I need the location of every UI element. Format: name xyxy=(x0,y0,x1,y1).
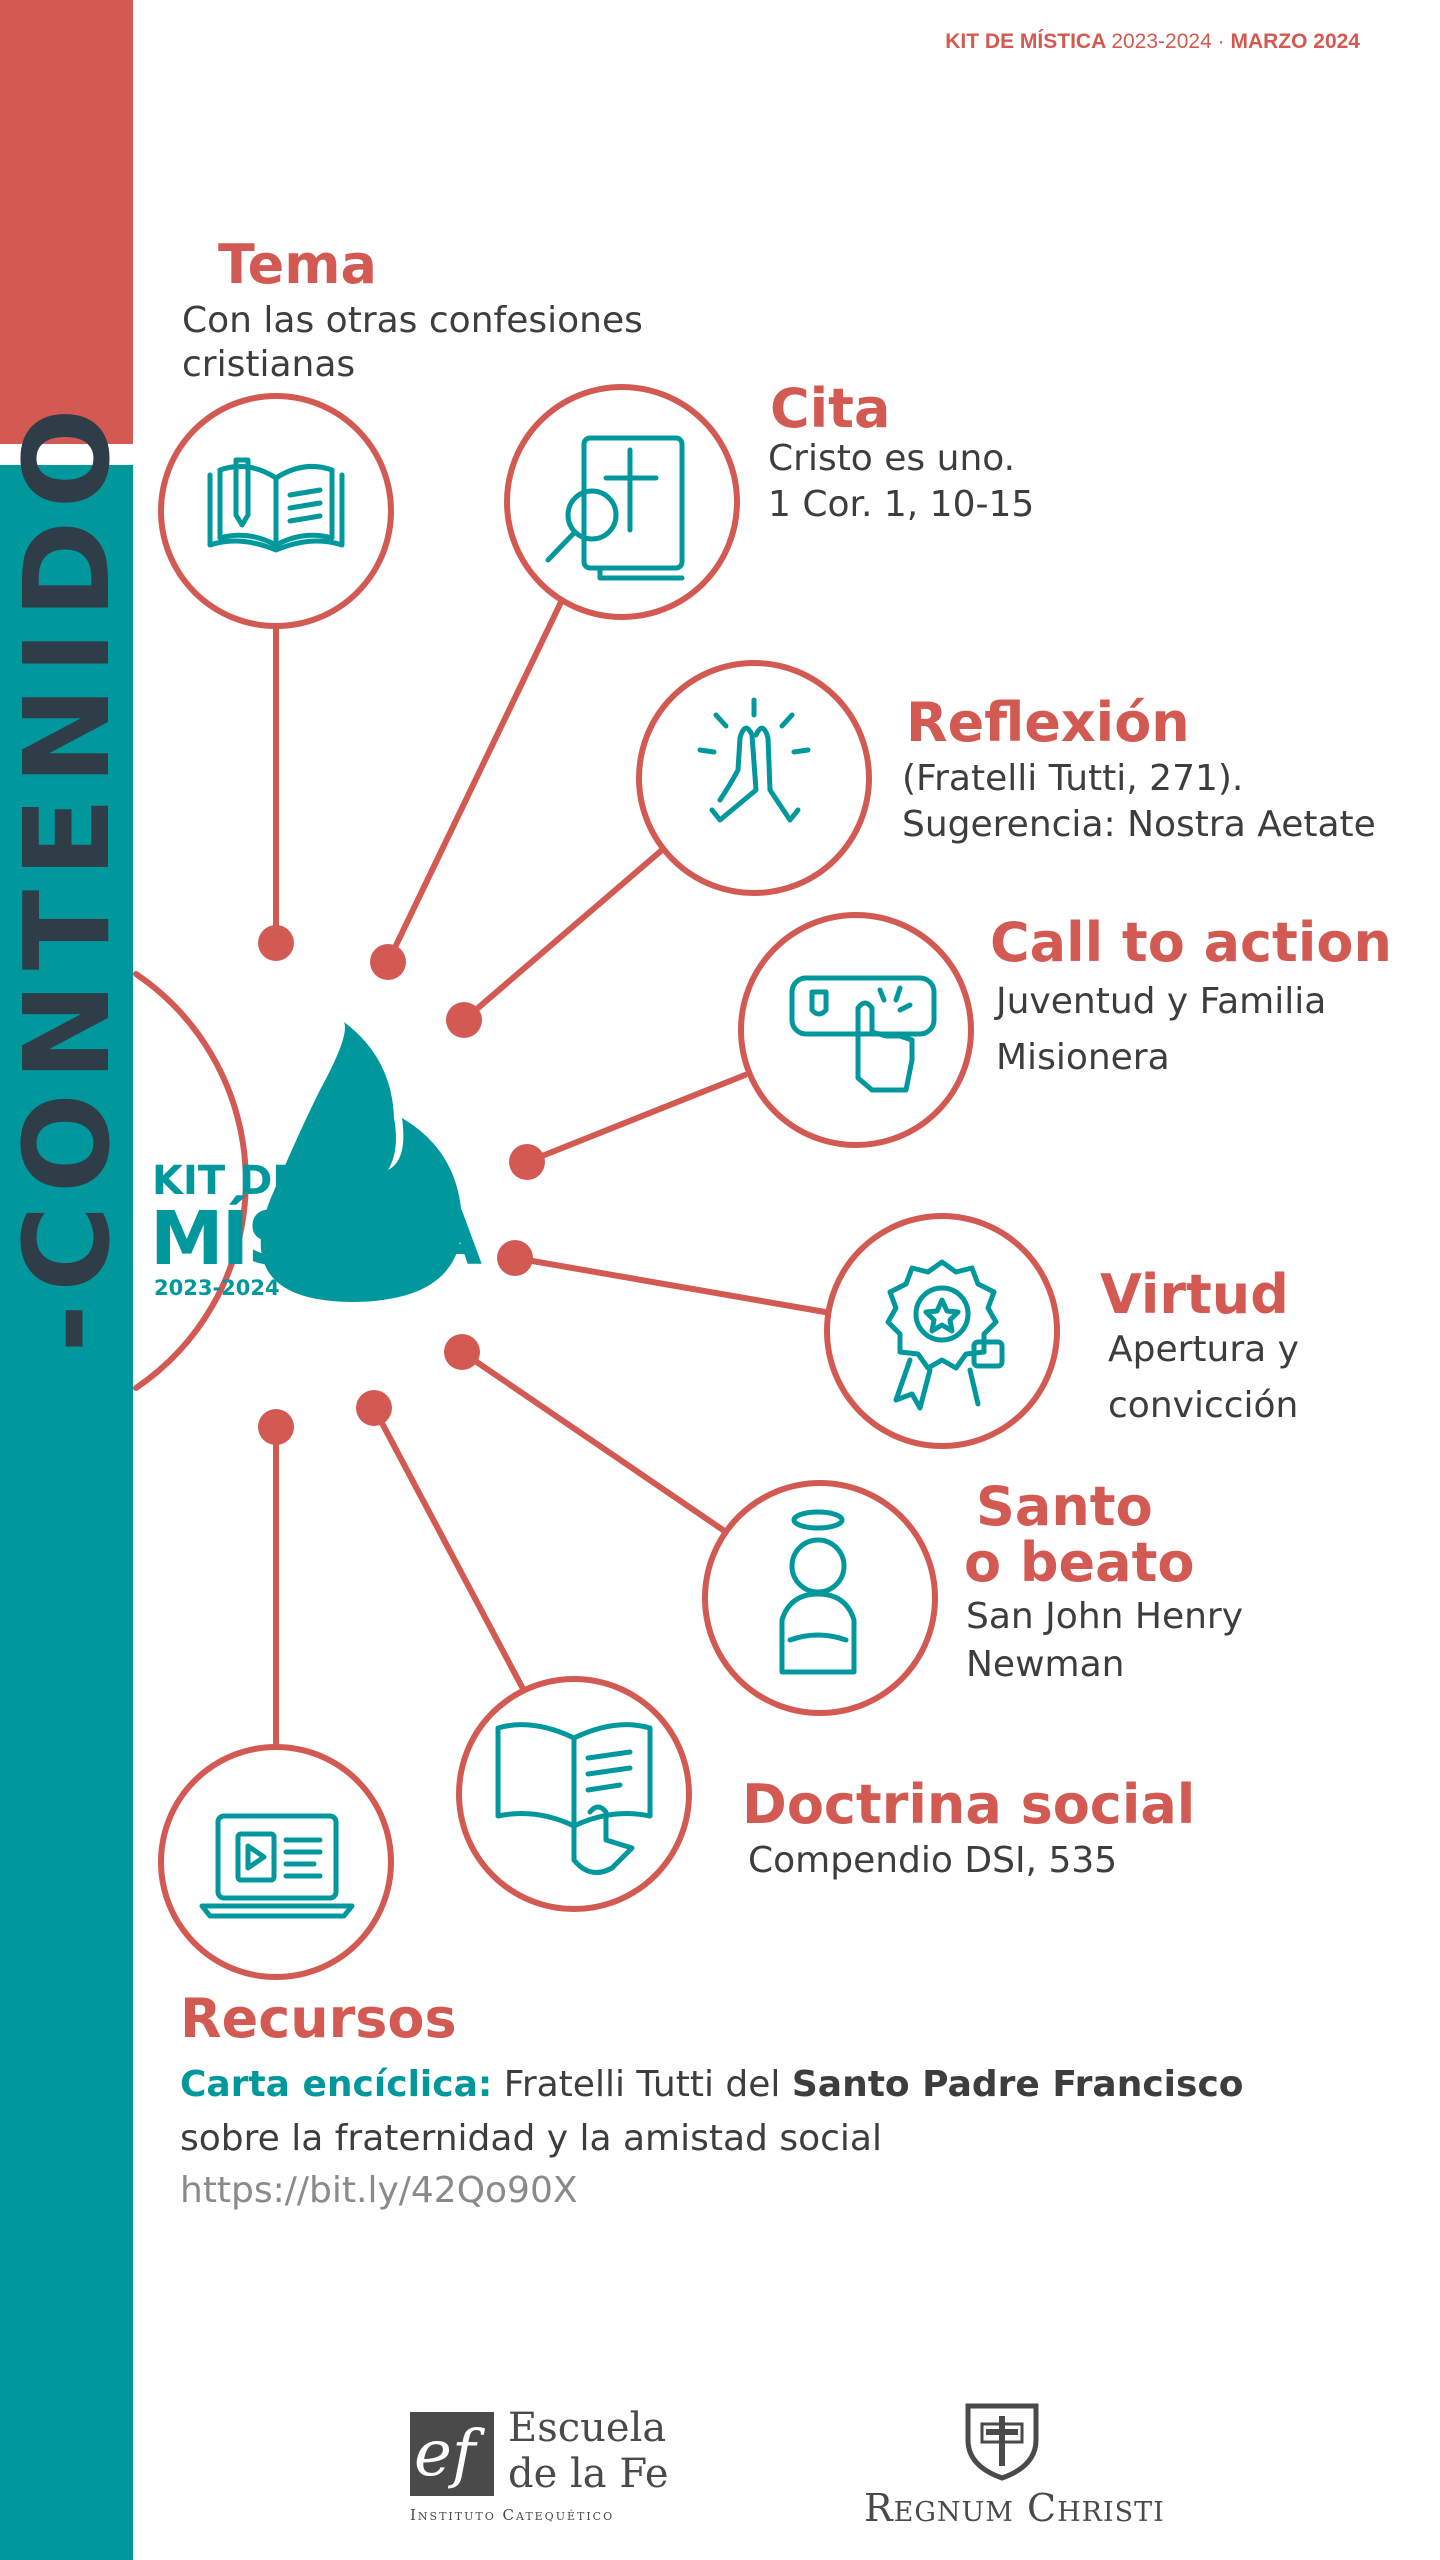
node-santo-circle xyxy=(702,1480,938,1716)
header-years: 2023-2024 xyxy=(1111,30,1212,53)
spoke-virtud xyxy=(512,1255,828,1315)
call-to-action-text-1: Juventud y Familia xyxy=(996,981,1327,1022)
tema-title: Tema xyxy=(218,233,377,296)
hub-dot xyxy=(509,1144,545,1180)
header-kit-label: KIT DE MÍSTICA xyxy=(945,30,1106,53)
virtud-text-1: Apertura y xyxy=(1108,1329,1299,1370)
hub-dot xyxy=(258,925,294,961)
sidebar-teal-block xyxy=(0,465,133,2560)
virtud-title: Virtud xyxy=(1100,1263,1289,1326)
recursos-line-2: sobre la fraternidad y la amistad social xyxy=(180,2118,882,2159)
saint-halo-icon xyxy=(779,1509,857,1675)
central-hub-arc xyxy=(133,971,249,1391)
bible-magnifier-icon xyxy=(545,435,685,581)
tema-text-2: cristianas xyxy=(182,344,356,385)
virtud-text-2: convicción xyxy=(1108,1385,1299,1426)
header-line: KIT DE MÍSTICA 2023-2024 · MARZO 2024 xyxy=(945,30,1360,54)
cita-text-1: Cristo es uno. xyxy=(768,438,1016,479)
recursos-line-1: Carta encíclica: Fratelli Tutti del Sant… xyxy=(180,2058,1244,2112)
doctrina-title: Doctrina social xyxy=(742,1773,1196,1836)
santo-title-1: Santo xyxy=(976,1475,1153,1538)
recursos-title: Recursos xyxy=(180,1987,457,2050)
hub-dot xyxy=(446,1002,482,1038)
header-month: MARZO 2024 xyxy=(1230,30,1360,53)
spoke-call xyxy=(524,1072,748,1165)
tema-text-1: Con las otras confesiones xyxy=(182,300,643,341)
flame-logo-shape xyxy=(260,1022,462,1302)
recursos-author: Santo Padre Francisco xyxy=(791,2064,1244,2105)
hub-dot xyxy=(258,1409,294,1445)
hub-dot xyxy=(444,1334,480,1370)
call-to-action-text-2: Misionera xyxy=(996,1037,1170,1078)
regnum-christi-name: Regnum Christi xyxy=(864,2486,1165,2530)
praying-hands-icon xyxy=(697,697,811,823)
node-virtud-circle xyxy=(824,1213,1060,1449)
recursos-link[interactable]: https://bit.ly/42Qo90X xyxy=(180,2170,578,2211)
santo-text-2: Newman xyxy=(966,1644,1125,1685)
center-logo-line2: MÍSTICA xyxy=(150,1196,482,1282)
award-rosette-icon xyxy=(885,1259,1005,1411)
sidebar-red-block xyxy=(0,0,133,444)
center-logo-years: 2023-2024 xyxy=(154,1276,280,1300)
recursos-text-1: Fratelli Tutti del xyxy=(492,2064,792,2105)
reflexion-text-2: Sugerencia: Nostra Aetate xyxy=(902,804,1376,845)
laptop-video-icon xyxy=(199,1813,355,1919)
spoke-santo xyxy=(459,1349,726,1533)
open-book-hand-icon xyxy=(495,1722,653,1875)
spoke-doctrina xyxy=(371,1405,525,1690)
node-cita-circle xyxy=(504,384,740,620)
hand-click-button-icon xyxy=(789,975,937,1093)
escuela-fe-subtitle: Instituto Catequético xyxy=(410,2506,615,2524)
cita-title: Cita xyxy=(770,377,891,440)
reflexion-text-1: (Fratelli Tutti, 271). xyxy=(902,758,1244,799)
spoke-cita xyxy=(385,597,565,965)
escuela-fe-logo-mark xyxy=(410,2412,494,2496)
escuela-fe-name-1: Escuela xyxy=(508,2405,667,2451)
reflexion-title: Reflexión xyxy=(906,691,1190,754)
hub-dot xyxy=(370,944,406,980)
santo-text-1: San John Henry xyxy=(966,1596,1244,1637)
call-to-action-title: Call to action xyxy=(990,911,1392,974)
header-separator: · xyxy=(1217,30,1225,53)
center-logo-line1: KIT DE xyxy=(152,1158,300,1204)
cita-text-2: 1 Cor. 1, 10-15 xyxy=(768,484,1035,525)
hub-dot xyxy=(497,1240,533,1276)
escuela-fe-logo-letters: ef xyxy=(414,2417,476,2491)
hub-dot xyxy=(356,1390,392,1426)
spoke-reflexion xyxy=(461,847,665,1023)
recursos-label: Carta encíclica: xyxy=(180,2064,493,2105)
regnum-christi-shield-icon xyxy=(965,2403,1039,2481)
doctrina-text-1: Compendio DSI, 535 xyxy=(748,1840,1118,1881)
escuela-fe-name-2: de la Fe xyxy=(508,2451,669,2497)
open-book-pen-icon xyxy=(207,457,345,553)
santo-title-2: o beato xyxy=(964,1531,1195,1594)
